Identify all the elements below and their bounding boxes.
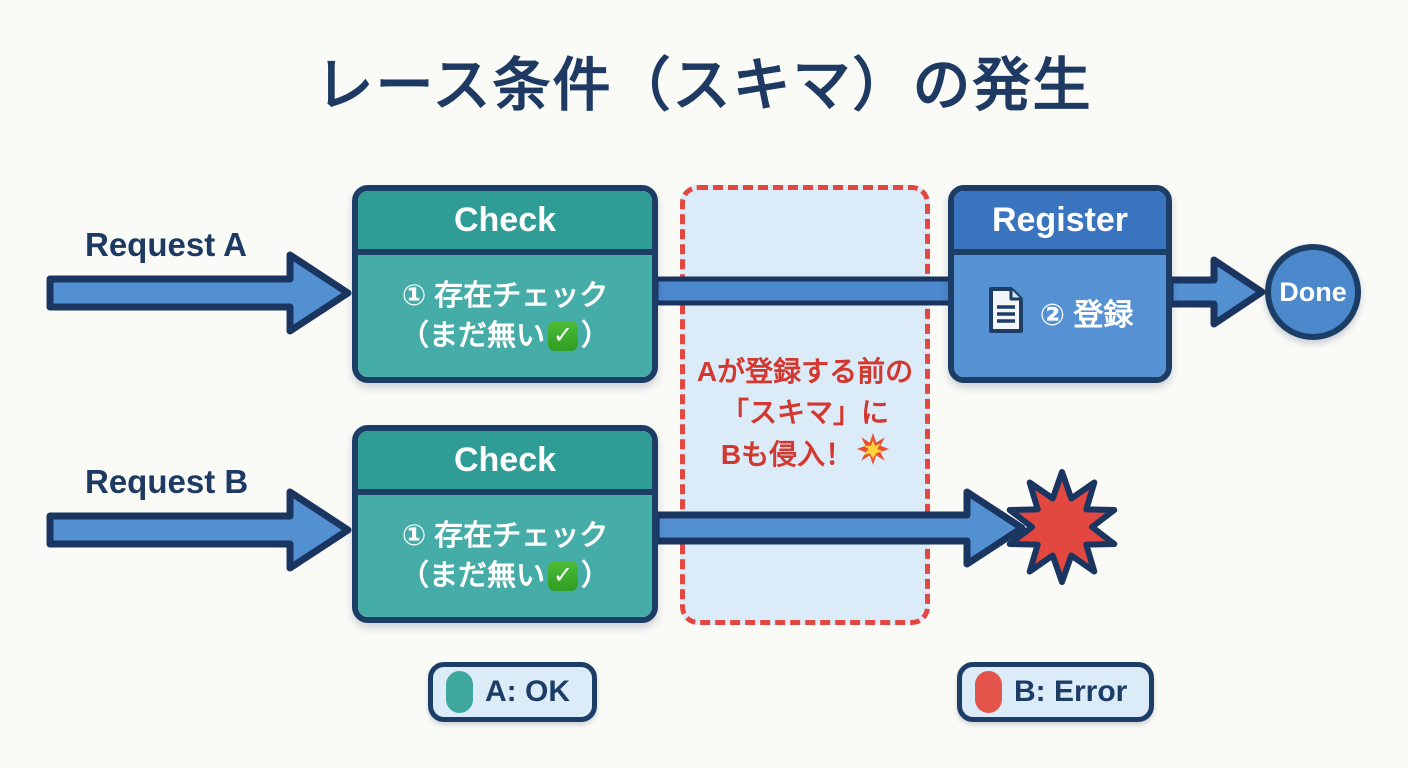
race-gap-warning-text: Aが登録する前の 「スキマ」に Bも侵入！	[685, 352, 925, 477]
done-label: Done	[1279, 276, 1347, 307]
check-box-a-body: ① 存在チェック （まだ無い ✓ ）	[358, 255, 652, 377]
arrow-register-to-done	[1166, 256, 1266, 328]
register-label: ② 登録	[1039, 299, 1134, 333]
check-a-line2: （まだ無い ✓ ）	[400, 316, 610, 356]
check-box-a-header: Check	[358, 191, 652, 255]
gap-warning-line3-text: Bも侵入！	[720, 438, 854, 470]
check-box-a: Check ① 存在チェック （まだ無い ✓ ）	[352, 185, 658, 383]
gap-warning-line1: Aが登録する前の	[696, 356, 914, 387]
explosion-icon	[857, 433, 890, 477]
check-a-line2-open: （まだ無い	[399, 320, 545, 352]
arrow-a-check-to-register	[653, 276, 955, 306]
arrow-request-a	[46, 251, 352, 335]
done-node: Done	[1265, 244, 1361, 340]
check-b-line2: （まだ無い ✓ ）	[400, 556, 610, 596]
request-b-label: Request B	[85, 463, 249, 500]
gap-warning-line2: 「スキマ」に	[720, 396, 889, 428]
collision-starburst-icon	[1006, 469, 1118, 585]
gap-warning-line3: Bも侵入！	[685, 433, 925, 477]
legend-a-swatch	[446, 671, 473, 713]
arrow-request-b	[46, 488, 352, 572]
race-gap-zone: Aが登録する前の 「スキマ」に Bも侵入！	[680, 185, 930, 625]
register-box: Register ② 登録	[948, 185, 1172, 383]
legend-b-label: B: Error	[1014, 675, 1128, 708]
register-box-header: Register	[954, 191, 1166, 255]
document-icon	[987, 286, 1025, 345]
check-b-line1: ① 存在チェック	[401, 519, 609, 552]
check-mark-icon: ✓	[548, 561, 578, 591]
legend-b-error: B: Error	[957, 662, 1155, 722]
legend-a-label: A: OK	[485, 675, 570, 708]
check-b-line2-close: ）	[581, 560, 611, 592]
check-a-line1: ① 存在チェック	[401, 279, 609, 312]
check-b-line2-open: （まだ無い	[399, 560, 545, 592]
check-box-b: Check ① 存在チェック （まだ無い ✓ ）	[352, 425, 658, 623]
check-a-line2-close: ）	[581, 320, 611, 352]
check-box-b-header: Check	[358, 431, 652, 495]
check-box-b-body: ① 存在チェック （まだ無い ✓ ）	[358, 495, 652, 617]
check-mark-icon: ✓	[548, 321, 578, 351]
legend-b-swatch	[975, 671, 1002, 713]
page-title: レース条件（スキマ）の発生	[315, 53, 1093, 118]
arrow-b-check-to-collision	[652, 488, 1026, 568]
legend-a-ok: A: OK	[428, 662, 597, 722]
request-a-label: Request A	[85, 226, 247, 263]
register-box-body: ② 登録	[954, 255, 1166, 377]
